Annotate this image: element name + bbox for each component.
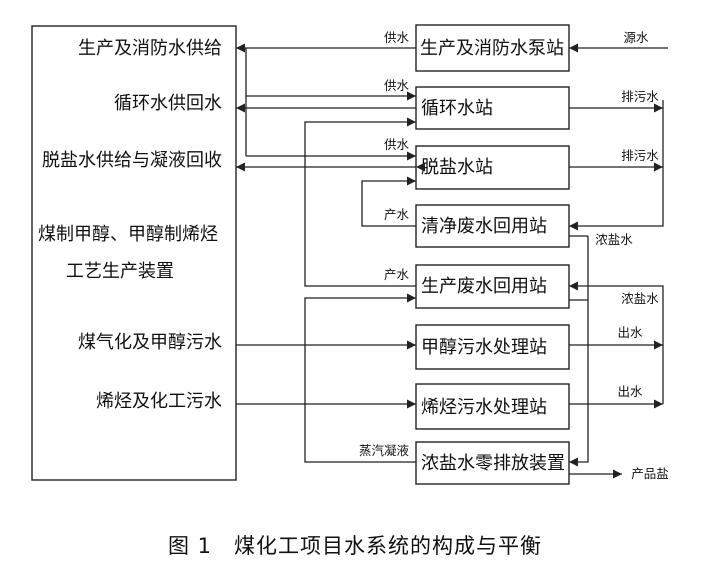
flow-blowdown-collector xyxy=(569,100,664,231)
left-item-process-units: 工艺生产装置 xyxy=(66,261,174,282)
left-item-coal-to-methanol-olefin: 煤制甲醇、甲醇制烯烃 xyxy=(38,224,218,245)
label-outflow-1: 出水 xyxy=(617,325,643,340)
station-zero-discharge-label: 浓盐水零排放装置 xyxy=(421,453,565,474)
label-supply-2: 供水 xyxy=(384,78,410,93)
left-item-gasification-methanol-sewage: 煤气化及甲醇污水 xyxy=(78,332,222,353)
label-sewage-2: 排污水 xyxy=(621,148,659,163)
station-box-olefin-sewage xyxy=(415,383,570,430)
label-brine-1: 浓盐水 xyxy=(595,232,633,247)
label-sewage-1: 排污水 xyxy=(621,89,659,104)
label-steam-condensate: 蒸汽凝液 xyxy=(359,443,410,458)
flow-steam-condensate xyxy=(304,293,416,463)
label-supply-1: 供水 xyxy=(384,30,410,45)
flow-clean-product-loop xyxy=(361,176,416,227)
left-item-desalted-water: 脱盐水供给与凝液回收 xyxy=(42,150,222,171)
label-product-salt: 产品盐 xyxy=(631,466,669,481)
flow-brine-collector xyxy=(569,236,589,467)
station-production-wastewater-label: 生产废水回用站 xyxy=(421,276,547,297)
station-circulating-label: 循环水站 xyxy=(421,98,493,119)
label-produce-1: 产水 xyxy=(384,207,410,222)
label-source-water: 源水 xyxy=(623,30,649,45)
label-produce-2: 产水 xyxy=(384,267,410,282)
station-box-methanol-sewage xyxy=(415,324,570,370)
left-item-production-fire-water: 生产及消防水供给 xyxy=(78,38,222,59)
left-item-circulating-water: 循环水供回水 xyxy=(114,93,222,114)
station-box-clean-wastewater xyxy=(415,204,570,248)
label-outflow-2: 出水 xyxy=(617,384,643,399)
station-box-zero-discharge xyxy=(415,441,570,485)
flow-recycle-return-loop xyxy=(304,117,416,287)
flow-outflow-collector xyxy=(569,281,664,404)
label-supply-3: 供水 xyxy=(384,137,410,152)
station-pump-label: 生产及消防水泵站 xyxy=(420,38,564,59)
station-box-circulating xyxy=(415,86,570,130)
station-desalting-label: 脱盐水站 xyxy=(421,157,493,178)
station-olefin-sewage-label: 烯烃污水处理站 xyxy=(421,397,547,418)
station-clean-wastewater-label: 清净废水回用站 xyxy=(421,216,547,237)
station-box-pump xyxy=(415,24,570,72)
label-brine-2: 浓盐水 xyxy=(621,291,659,306)
station-methanol-sewage-label: 甲醇污水处理站 xyxy=(421,337,547,358)
figure-caption: 图 1 煤化工项目水系统的构成与平衡 xyxy=(168,534,542,558)
process-units-box xyxy=(31,25,237,481)
left-item-olefin-chemical-sewage: 烯烃及化工污水 xyxy=(96,391,222,412)
